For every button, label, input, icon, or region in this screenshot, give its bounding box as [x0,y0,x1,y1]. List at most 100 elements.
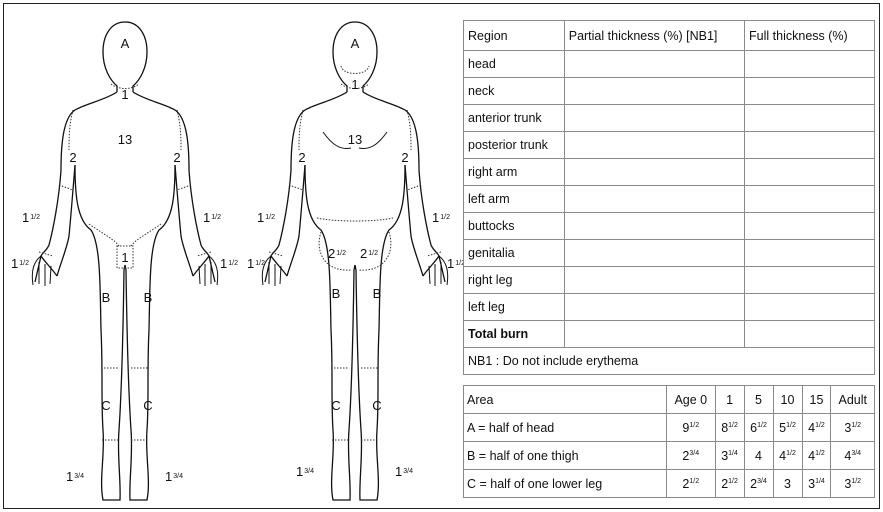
table-row: anterior trunk [464,105,875,132]
full-thickness-cell[interactable] [745,159,875,186]
full-thickness-cell[interactable] [745,294,875,321]
label-left-lower-leg-anterior: C [143,398,152,413]
header-full-thickness: Full thickness (%) [745,21,875,51]
partial-thickness-cell[interactable] [564,240,744,267]
full-thickness-cell[interactable] [745,186,875,213]
partial-thickness-cell[interactable] [564,105,744,132]
percent-cell: 21/2 [715,470,744,498]
label-neck-anterior: 1 [121,87,128,102]
full-thickness-cell[interactable] [745,105,875,132]
region-label: neck [464,78,565,105]
label-neck-posterior: 1 [351,77,358,92]
table-row: left arm [464,186,875,213]
region-label: posterior trunk [464,132,565,159]
label-left-thigh-posterior: B [373,286,382,301]
label-head-anterior: A [121,36,130,51]
total-row: Total burn [464,321,875,348]
percent-cell: 81/2 [715,414,744,442]
percent-cell: 41/2 [773,442,802,470]
label-head-posterior: A [351,36,360,51]
partial-thickness-total-cell[interactable] [564,321,744,348]
percent-cell: 41/2 [802,442,831,470]
label-left-upper-arm-anterior: 2 [173,150,180,165]
label-left-forearm-posterior: 11/2 [432,210,450,225]
percent-cell: 23/4 [744,470,773,498]
region-table-header-row: Region Partial thickness (%) [NB1] Full … [464,21,875,51]
full-thickness-cell[interactable] [745,51,875,78]
note-row: NB1 : Do not include erythema [464,348,875,375]
full-thickness-cell[interactable] [745,78,875,105]
percent-cell: 61/2 [744,414,773,442]
region-label: right arm [464,159,565,186]
anterior-labels: A 1 13 2 2 11/2 11/2 11/2 11/2 1 B B C C… [11,36,238,484]
label-right-hand-anterior: 11/2 [11,256,29,271]
partial-thickness-cell[interactable] [564,186,744,213]
percent-cell: 31/4 [715,442,744,470]
full-thickness-cell[interactable] [745,240,875,267]
label-right-foot-posterior: 13/4 [296,464,314,479]
header-region: Region [464,21,565,51]
partial-thickness-cell[interactable] [564,294,744,321]
table-row: A = half of head 91/2 81/2 61/2 51/2 41/… [464,414,875,442]
label-left-lower-leg-posterior: C [372,398,381,413]
label-right-upper-arm-posterior: 2 [298,150,305,165]
label-right-foot-anterior: 13/4 [66,469,84,484]
label-left-foot-posterior: 13/4 [395,464,413,479]
label-right-forearm-posterior: 11/2 [257,210,275,225]
partial-thickness-cell[interactable] [564,132,744,159]
label-right-lower-leg-posterior: C [331,398,340,413]
full-thickness-cell[interactable] [745,267,875,294]
label-left-thigh-anterior: B [144,290,153,305]
partial-thickness-cell[interactable] [564,159,744,186]
region-label: head [464,51,565,78]
label-left-upper-arm-posterior: 2 [401,150,408,165]
percent-cell: 23/4 [667,442,716,470]
header-age-5: 5 [744,386,773,414]
label-left-foot-anterior: 13/4 [165,469,183,484]
partial-thickness-cell[interactable] [564,213,744,240]
percent-cell: 31/2 [831,470,875,498]
percent-cell: 31/2 [831,414,875,442]
area-table-header-row: Area Age 0 1 5 10 15 Adult [464,386,875,414]
total-burn-label: Total burn [464,321,565,348]
age-area-table: Area Age 0 1 5 10 15 Adult A = half of h… [463,385,875,498]
label-left-hand-anterior: 11/2 [220,256,238,271]
full-thickness-cell[interactable] [745,132,875,159]
partial-thickness-cell[interactable] [564,267,744,294]
partial-thickness-cell[interactable] [564,78,744,105]
percent-cell: 43/4 [831,442,875,470]
header-partial-thickness: Partial thickness (%) [NB1] [564,21,744,51]
label-genitalia: 1 [121,250,128,265]
region-label: genitalia [464,240,565,267]
table-row: genitalia [464,240,875,267]
label-right-upper-arm-anterior: 2 [69,150,76,165]
body-diagrams: A 1 13 2 2 11/2 11/2 11/2 11/2 1 B B C C… [0,0,463,512]
label-trunk-posterior: 13 [348,132,362,147]
full-thickness-total-cell[interactable] [745,321,875,348]
region-label: right leg [464,267,565,294]
header-age-10: 10 [773,386,802,414]
erythema-note: NB1 : Do not include erythema [464,348,875,375]
label-right-thigh-posterior: B [332,286,341,301]
header-age-15: 15 [802,386,831,414]
label-right-hand-posterior: 11/2 [247,256,265,271]
percent-cell: 31/4 [802,470,831,498]
partial-thickness-cell[interactable] [564,51,744,78]
label-left-buttock: 21/2 [360,246,378,261]
percent-cell: 4 [744,442,773,470]
table-row: buttocks [464,213,875,240]
full-thickness-cell[interactable] [745,213,875,240]
percent-cell: 51/2 [773,414,802,442]
posterior-body-figure [262,22,447,500]
posterior-labels: A 1 13 2 2 11/2 11/2 11/2 11/2 21/2 21/2… [247,36,463,479]
area-label: C = half of one lower leg [464,470,667,498]
percent-cell: 3 [773,470,802,498]
percent-cell: 91/2 [667,414,716,442]
header-age-1: 1 [715,386,744,414]
label-left-hand-posterior: 11/2 [447,256,463,271]
area-label: A = half of head [464,414,667,442]
table-row: head [464,51,875,78]
region-label: left arm [464,186,565,213]
table-row: neck [464,78,875,105]
table-row: right leg [464,267,875,294]
